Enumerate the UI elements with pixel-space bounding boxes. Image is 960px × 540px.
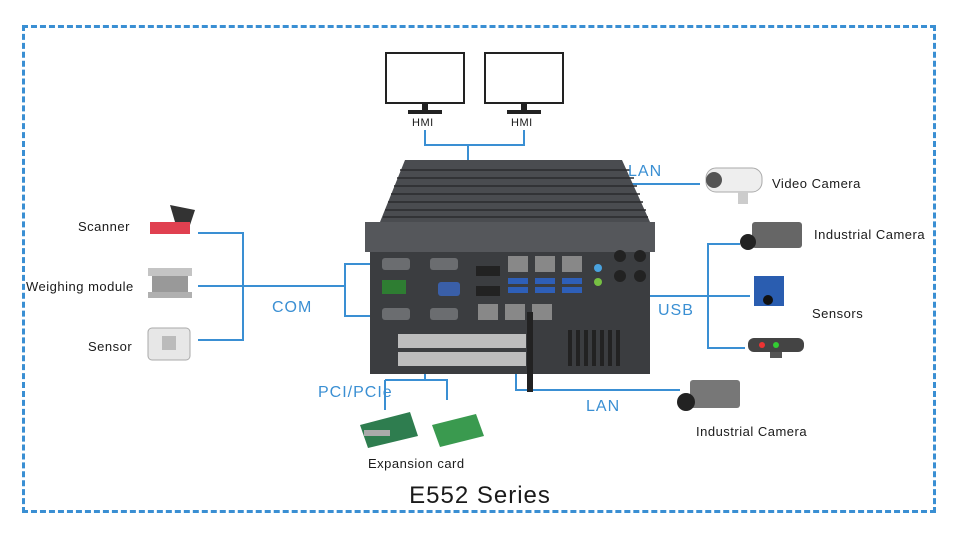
depth-sensor-icon: [748, 338, 804, 358]
lan-bottom-label: LAN: [586, 398, 621, 415]
industrial-camera-top-label: Industrial Camera: [814, 227, 926, 242]
weighing-module-icon: [148, 268, 192, 298]
industrial-camera-bottom-label: Industrial Camera: [696, 424, 808, 439]
page-title: E552 Series: [409, 482, 551, 509]
scanner-icon: [150, 205, 195, 234]
video-camera-icon: [705, 167, 763, 204]
lan-top-label: LAN: [628, 163, 663, 180]
hmi-monitor-right: [484, 52, 564, 114]
industrial-camera-top-icon: [740, 222, 802, 250]
video-camera-label: Video Camera: [772, 176, 861, 191]
expansion-card-1-icon: [360, 412, 418, 448]
industrial-pc: [365, 160, 655, 392]
weighing-module-label: Weighing module: [26, 279, 134, 294]
diagram-frame: [22, 25, 936, 513]
sensor-device-icon: [147, 327, 191, 361]
pci-label: PCI/PCIe: [318, 384, 393, 401]
scanner-label: Scanner: [78, 219, 130, 234]
expansion-card-2-icon: [432, 414, 484, 447]
industrial-camera-bottom-icon: [677, 380, 740, 411]
com-label: COM: [272, 299, 313, 316]
hmi-monitor-left: [385, 52, 465, 114]
expansion-card-label: Expansion card: [368, 456, 465, 471]
usb-label: USB: [658, 302, 694, 319]
usb-sensor-icon: [754, 276, 784, 306]
sensor-label: Sensor: [88, 339, 133, 354]
sensors-label: Sensors: [812, 306, 864, 321]
hmi-label-left: HMI: [412, 117, 434, 129]
hmi-label-right: HMI: [511, 117, 533, 129]
